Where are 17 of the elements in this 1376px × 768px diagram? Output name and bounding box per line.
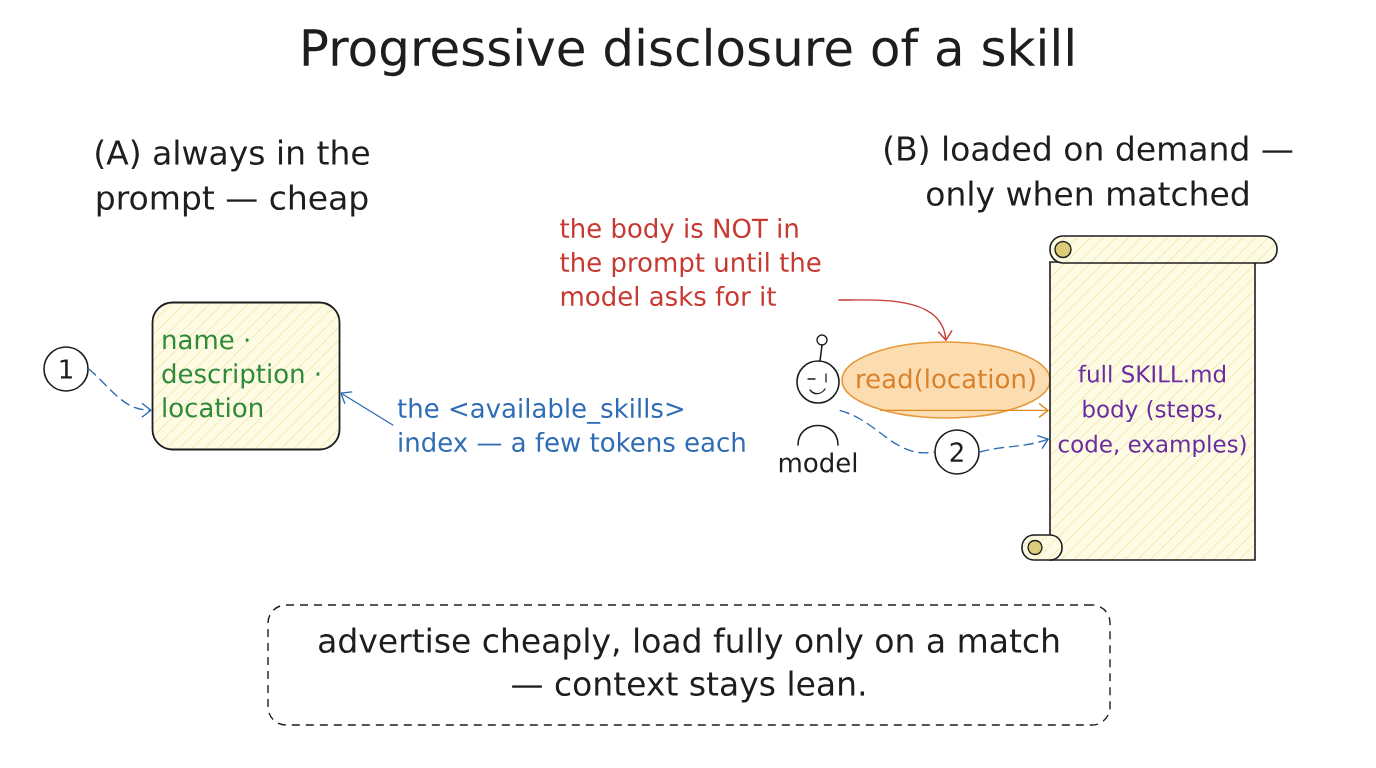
scroll-document <box>1021 534 1063 561</box>
section-heading: (A) always in the prompt — cheap <box>96 139 369 217</box>
figure-caption: model <box>779 452 857 473</box>
section-heading: (B) loaded on demand — only when matched <box>885 135 1293 213</box>
summary-box: advertise cheaply, load fully only on a match — context stays lean. <box>267 604 1111 726</box>
title: Progressive disclosure of a skill <box>303 27 1073 77</box>
dashed-arrow <box>88 368 153 418</box>
arrow <box>339 391 394 426</box>
person-figure <box>796 334 840 446</box>
annotation-text: the <available_skills> index — a few tokens each <box>397 397 745 453</box>
scroll-document: full SKILL.md body (steps, code, examples) <box>1049 236 1277 561</box>
info-box: name · description · location <box>151 301 341 451</box>
annotation-text: the body is NOT in the prompt until the model asks for it <box>560 217 821 307</box>
arrow <box>838 299 953 342</box>
arrow <box>880 402 1050 419</box>
dashed-arrow <box>979 434 1050 453</box>
dashed-line <box>839 409 935 454</box>
